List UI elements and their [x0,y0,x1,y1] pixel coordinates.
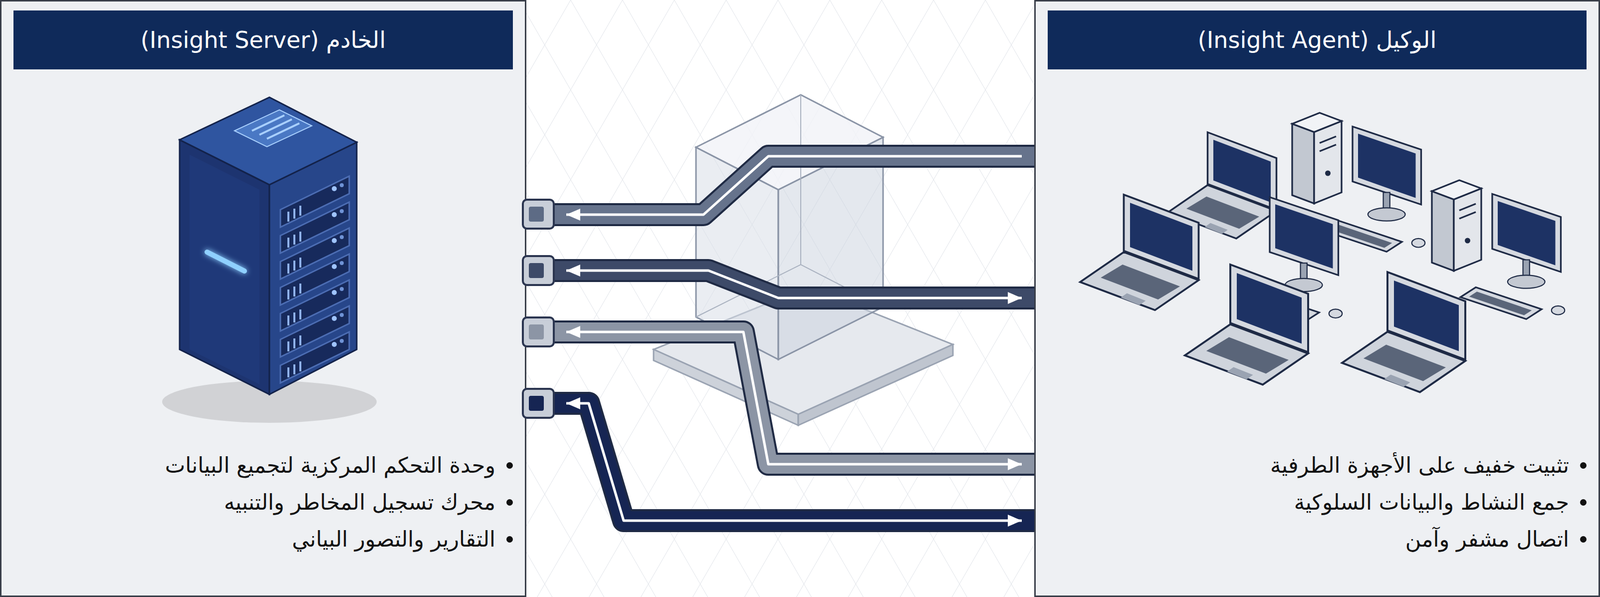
panel-header: الوكيل (Insight Agent) [1047,10,1587,70]
bullet-dot [506,461,513,469]
bullet-text: محرك تسجيل المخاطر والتنبيه [224,489,496,515]
bullet-dot [1580,535,1587,543]
bullet-text: جمع النشاط والبيانات السلوكية [1294,489,1570,515]
bullet-dot [1580,498,1587,506]
header-text: الوكيل (Insight Agent) [1197,26,1437,54]
bullet-list: تثبيت خفيف على الأجهزة الطرفية جمع النشاط… [1047,446,1587,558]
bullet-row: جمع النشاط والبيانات السلوكية [1047,483,1587,521]
bullet-row: تثبيت خفيف على الأجهزة الطرفية [1047,446,1587,484]
component-panel: الخادم (Insight Server) وحدة التحكم المرك… [0,0,527,597]
bullet-row: التقارير والتصور البياني [13,520,513,558]
bullet-row: وحدة التحكم المركزية لتجميع البيانات [13,446,513,484]
connector-plugs [522,199,554,418]
bullet-dot [1580,461,1587,469]
bullet-text: اتصال مشفر وآمن [1405,526,1570,552]
connector-arrow [526,156,1035,215]
bullet-text: التقارير والتصور البياني [291,526,496,552]
connector-arrow [526,270,1035,298]
connector-arrow [526,331,1035,464]
iso-grid [526,0,1035,597]
header-text: الخادم (Insight Server) [140,26,386,54]
bullet-dot [506,498,513,506]
iso-grid [526,0,1035,597]
bullet-row: محرك تسجيل المخاطر والتنبيه [13,483,513,521]
panel-header: الخادم (Insight Server) [13,10,513,70]
bullet-list: وحدة التحكم المركزية لتجميع البيانات محرك… [13,446,513,558]
connector-arrow [526,403,1035,521]
glass-cube [653,94,953,426]
bullet-row: اتصال مشفر وآمن [1047,520,1587,558]
component-panel: الوكيل (Insight Agent) تثبيت خفيف على الأ… [1034,0,1600,597]
bullet-dot [506,535,513,543]
bullet-text: وحدة التحكم المركزية لتجميع البيانات [165,452,496,478]
bullet-text: تثبيت خفيف على الأجهزة الطرفية [1270,452,1570,478]
